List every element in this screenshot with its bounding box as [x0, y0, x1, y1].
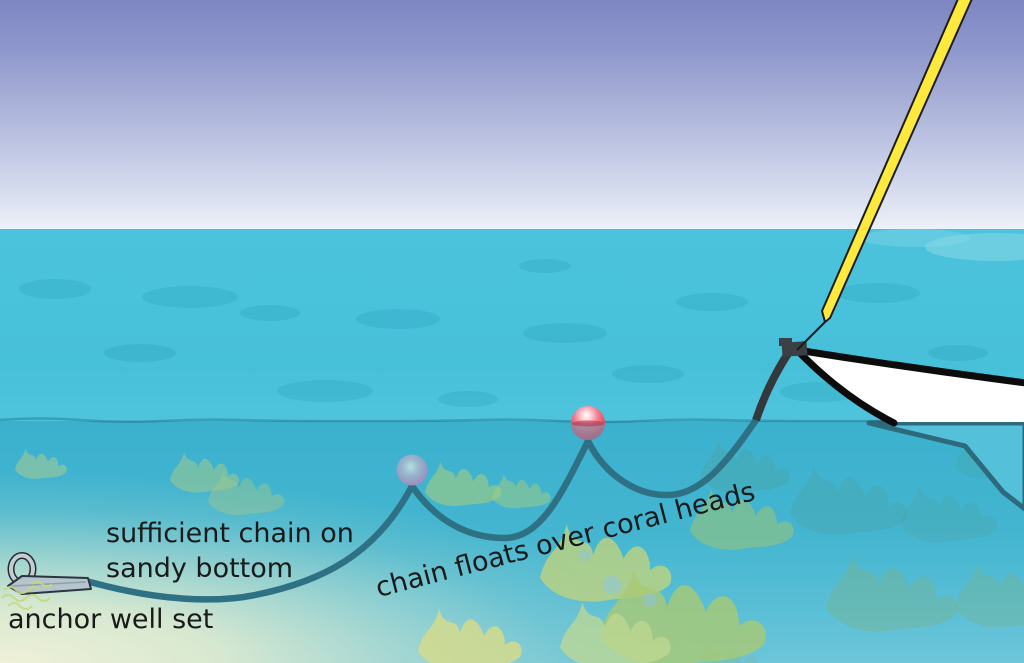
label-sufficient-chain-line1: sufficient chain on [106, 518, 354, 549]
waterline [0, 417, 1024, 424]
anchor-chain-underwater [86, 416, 760, 603]
sky [0, 0, 1024, 229]
surface-float-buoy [571, 406, 605, 440]
submerged-float-buoy [396, 454, 428, 486]
label-sufficient-chain: sufficient chain on sandy bottom [106, 516, 354, 586]
anchor [7, 552, 92, 595]
submerged-hull [866, 420, 1024, 512]
anchor-chain-above-water [752, 349, 793, 422]
sand-weed-squiggles [1, 580, 53, 610]
seaweed-faded-left [15, 448, 551, 515]
label-anchor-well-set: anchor well set [8, 604, 214, 635]
label-sufficient-chain-line2: sandy bottom [106, 553, 294, 584]
yellow-forestay [796, 0, 973, 351]
coral-heads [418, 489, 794, 663]
sea-surface-highlights [860, 229, 1024, 261]
sea-surface-shadows [19, 259, 988, 407]
sailboat-bow-hull [779, 338, 1024, 427]
